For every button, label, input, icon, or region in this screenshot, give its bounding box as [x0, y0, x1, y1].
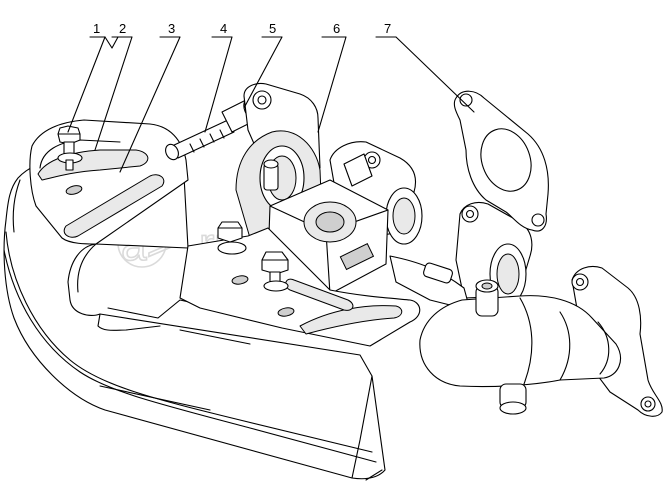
- lower-bracket-plate: [179, 227, 421, 347]
- bolt-1: [57, 125, 83, 171]
- callout-3: 3: [168, 21, 175, 36]
- stud-4: [165, 119, 235, 161]
- bolt-lower-left: [217, 221, 247, 255]
- callout-4: 4: [220, 21, 227, 36]
- callout-1: 1: [93, 21, 100, 36]
- callout-2: 2: [119, 21, 126, 36]
- callout-6: 6: [333, 21, 340, 36]
- leader-lines: [67, 36, 475, 173]
- callout-7: 7: [384, 21, 391, 36]
- manifold-body: [235, 82, 663, 417]
- gasket-7: [453, 90, 549, 232]
- callout-5: 5: [269, 21, 276, 36]
- bolt-lower-right: [261, 251, 289, 292]
